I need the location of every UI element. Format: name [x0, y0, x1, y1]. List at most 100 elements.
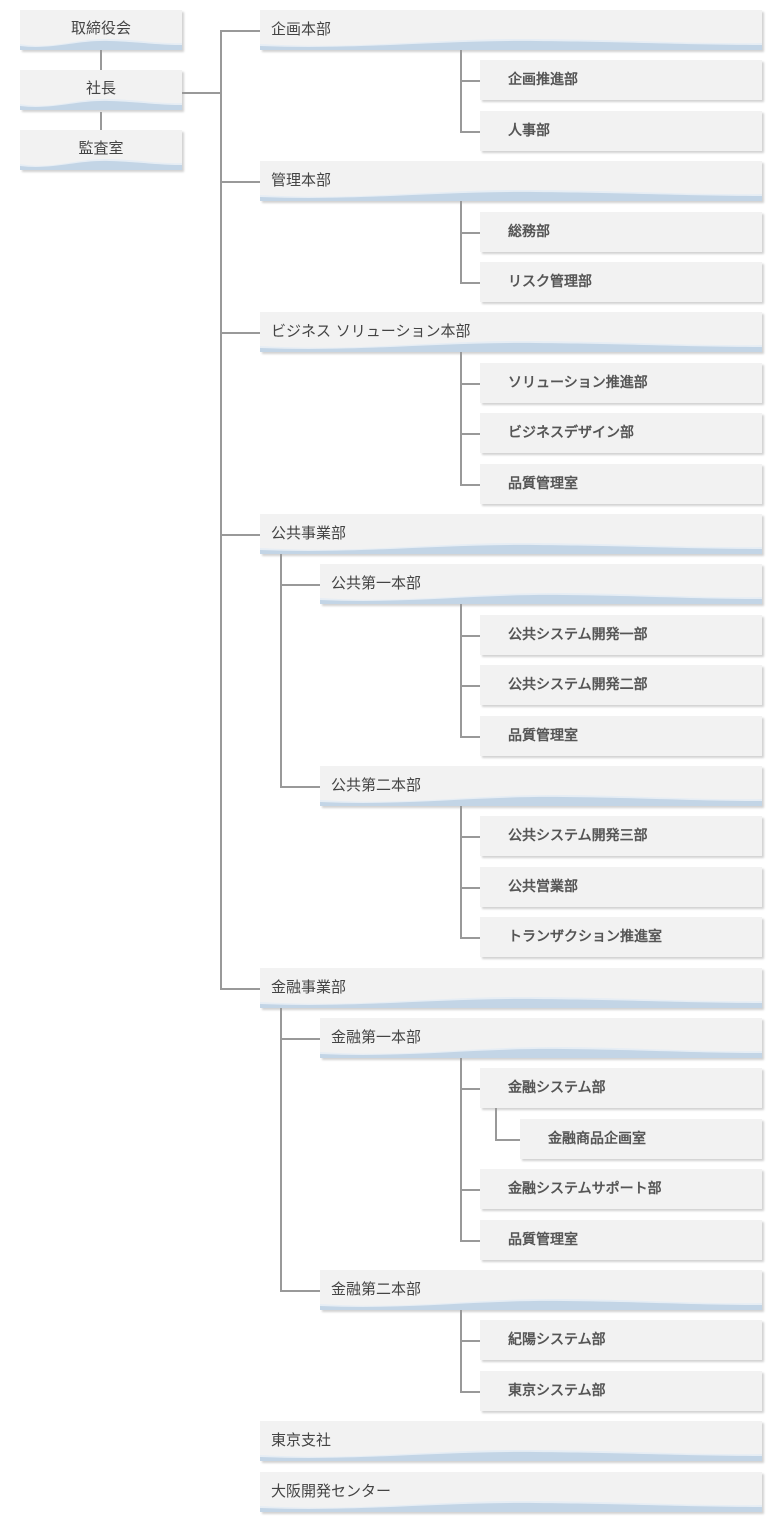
wave-decoration	[260, 189, 762, 201]
connector-line	[460, 1391, 480, 1393]
box-label: 金融第二本部	[331, 1280, 422, 1298]
wave-decoration	[320, 1046, 762, 1058]
box-label: 品質管理室	[508, 476, 578, 492]
connector-line	[460, 635, 480, 637]
connector-line	[100, 50, 102, 70]
connector-line	[460, 433, 480, 435]
connector-line	[220, 332, 260, 334]
department-box[interactable]: リスク管理部	[480, 262, 762, 302]
connector-line	[220, 30, 222, 989]
box-label: 金融商品企画室	[548, 1131, 646, 1147]
department-box[interactable]: 人事部	[480, 111, 762, 151]
box-label: 金融事業部	[271, 978, 347, 996]
executive-box[interactable]: 取締役会	[20, 10, 182, 50]
box-label: 紀陽システム部	[508, 1332, 606, 1348]
box-label: リスク管理部	[508, 274, 592, 290]
department-box[interactable]: 品質管理室	[480, 1220, 762, 1260]
box-label: トランザクション推進室	[508, 929, 662, 945]
connector-line	[220, 181, 260, 183]
box-label: 社長	[85, 79, 116, 97]
department-box[interactable]: 公共システム開発一部	[480, 615, 762, 655]
connector-line	[280, 554, 282, 787]
division-box[interactable]: 公共事業部	[260, 514, 762, 554]
headquarters-box[interactable]: 公共第一本部	[320, 564, 762, 604]
connector-line	[460, 736, 480, 738]
division-box[interactable]: 企画本部	[260, 10, 762, 50]
department-box[interactable]: 金融システム部	[480, 1068, 762, 1108]
box-label: 金融システムサポート部	[508, 1181, 662, 1197]
headquarters-box[interactable]: 公共第二本部	[320, 766, 762, 806]
department-box[interactable]: 総務部	[480, 212, 762, 252]
box-label: 人事部	[508, 123, 550, 139]
department-box[interactable]: 金融システムサポート部	[480, 1169, 762, 1209]
department-box[interactable]: 公共システム開発二部	[480, 665, 762, 705]
office-box[interactable]: 東京支社	[260, 1421, 762, 1461]
division-box[interactable]: 金融事業部	[260, 968, 762, 1008]
box-label: 東京システム部	[508, 1383, 606, 1399]
connector-line	[460, 887, 480, 889]
box-label: 公共システム開発二部	[508, 677, 648, 693]
connector-line	[460, 685, 480, 687]
box-label: 公共営業部	[508, 879, 578, 895]
box-label: 管理本部	[271, 171, 332, 189]
department-box[interactable]: 品質管理室	[480, 716, 762, 756]
connector-line	[460, 1189, 480, 1191]
box-label: 品質管理室	[508, 728, 578, 744]
office-box[interactable]: 大阪開発センター	[260, 1472, 762, 1512]
connector-line	[460, 201, 462, 283]
department-box[interactable]: 品質管理室	[480, 464, 762, 504]
connector-line	[100, 112, 102, 130]
connector-line	[220, 30, 260, 32]
connector-line	[460, 131, 480, 133]
executive-box[interactable]: 監査室	[20, 130, 182, 170]
connector-line	[460, 1340, 480, 1342]
department-box[interactable]: トランザクション推進室	[480, 917, 762, 957]
headquarters-box[interactable]: 金融第二本部	[320, 1270, 762, 1310]
connector-line	[280, 786, 320, 788]
box-label: ビジネスデザイン部	[508, 425, 634, 441]
box-label: 取締役会	[70, 19, 131, 37]
connector-line	[280, 1008, 282, 1291]
box-label: ビジネス ソリューション本部	[271, 322, 471, 340]
division-box[interactable]: 管理本部	[260, 161, 762, 201]
box-label: 大阪開発センター	[271, 1482, 392, 1500]
box-label: ソリューション推進部	[508, 375, 648, 391]
department-box[interactable]: 紀陽システム部	[480, 1320, 762, 1360]
division-box[interactable]: ビジネス ソリューション本部	[260, 312, 762, 352]
box-label: 公共事業部	[271, 524, 347, 542]
executive-box[interactable]: 社長	[20, 70, 182, 110]
department-box[interactable]: 金融商品企画室	[520, 1119, 762, 1159]
headquarters-box[interactable]: 金融第一本部	[320, 1018, 762, 1058]
department-box[interactable]: 公共営業部	[480, 867, 762, 907]
department-box[interactable]: 東京システム部	[480, 1371, 762, 1411]
box-label: 企画本部	[271, 20, 332, 38]
connector-line	[460, 484, 480, 486]
wave-decoration	[20, 98, 182, 110]
department-box[interactable]: 企画推進部	[480, 60, 762, 100]
wave-decoration	[260, 1500, 762, 1512]
connector-line	[182, 92, 220, 94]
wave-decoration	[20, 158, 182, 170]
connector-line	[460, 80, 480, 82]
wave-decoration	[260, 1449, 762, 1461]
box-label: 公共システム開発一部	[508, 627, 648, 643]
department-box[interactable]: ソリューション推進部	[480, 363, 762, 403]
wave-decoration	[20, 38, 182, 50]
wave-decoration	[320, 592, 762, 604]
connector-line	[460, 383, 480, 385]
box-label: 金融第一本部	[331, 1028, 422, 1046]
box-label: 東京支社	[271, 1431, 332, 1449]
box-label: 金融システム部	[508, 1080, 606, 1096]
box-label: 公共システム開発三部	[508, 828, 648, 844]
connector-line	[460, 937, 480, 939]
wave-decoration	[320, 1298, 762, 1310]
department-box[interactable]: ビジネスデザイン部	[480, 413, 762, 453]
connector-line	[460, 1310, 462, 1392]
connector-line	[280, 1038, 320, 1040]
connector-line	[460, 836, 480, 838]
department-box[interactable]: 公共システム開発三部	[480, 816, 762, 856]
wave-decoration	[260, 38, 762, 50]
wave-decoration	[320, 794, 762, 806]
connector-line	[495, 1139, 520, 1141]
